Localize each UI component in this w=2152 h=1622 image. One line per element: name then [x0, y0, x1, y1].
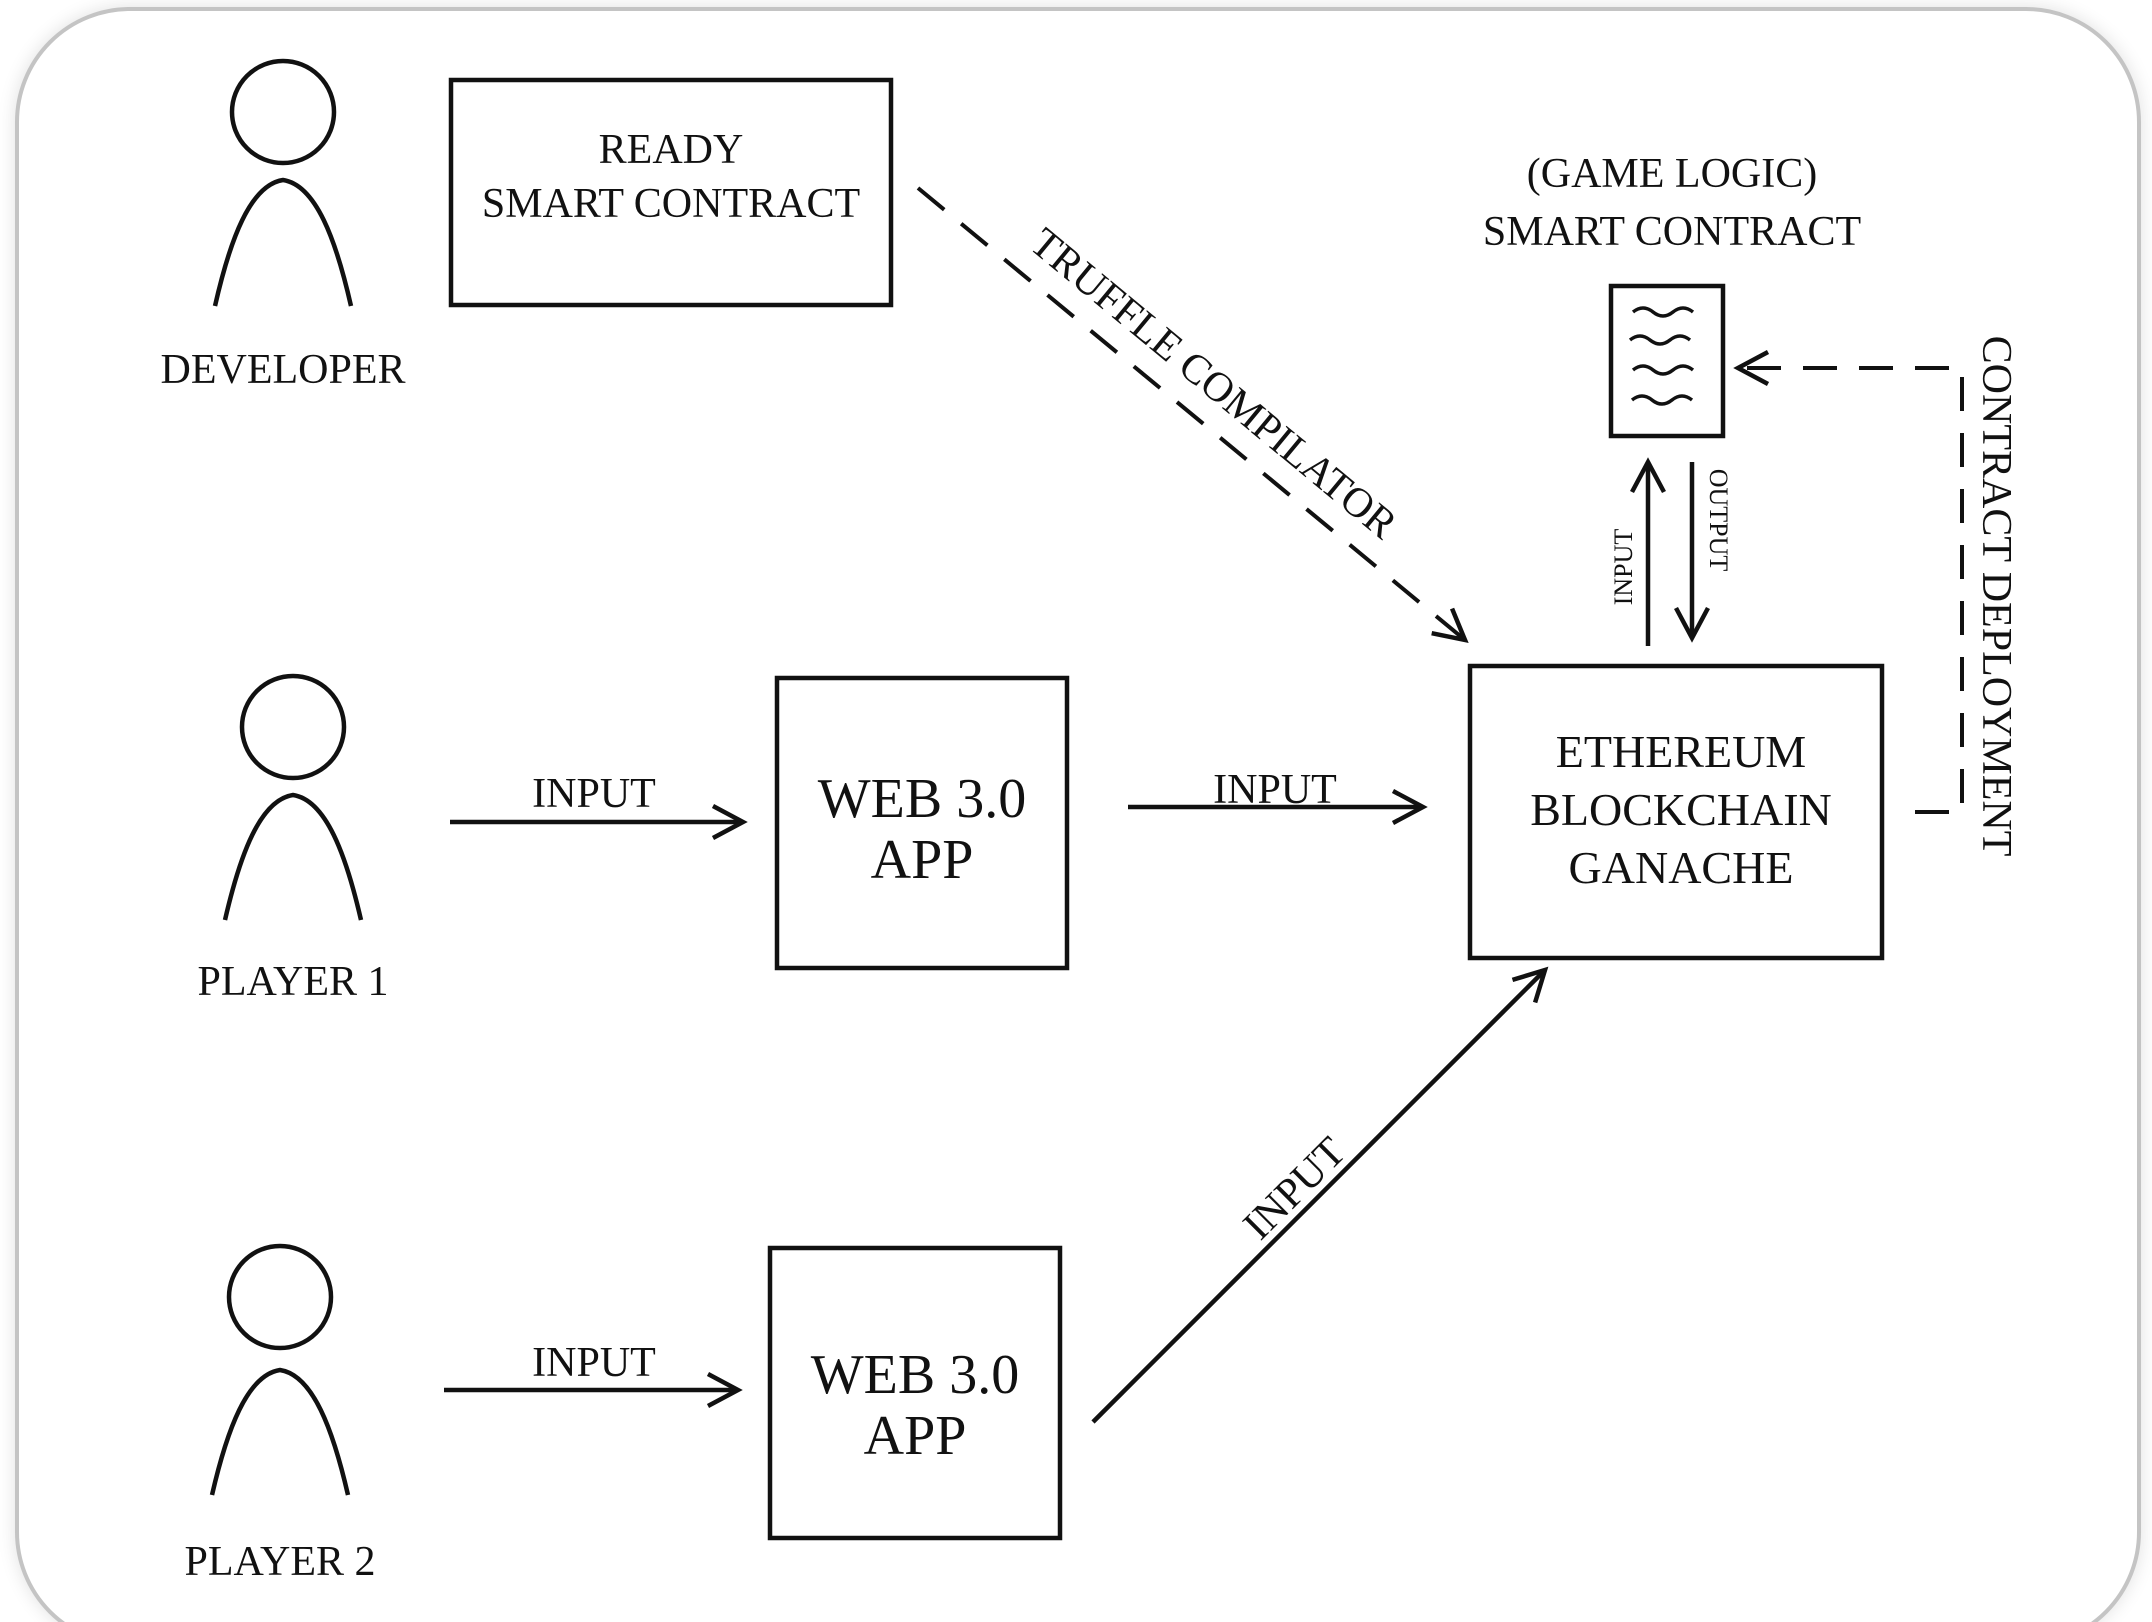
contract-deployment-edge: CONTRACT DEPLOYMENT	[1733, 336, 2019, 857]
document-icon	[1608, 283, 1726, 439]
web3-app-2-line2: APP	[864, 1405, 967, 1467]
app2-input-label: INPUT	[1235, 1129, 1355, 1249]
player1-input-label: INPUT	[532, 771, 656, 817]
contract-input-label: INPUT	[1609, 529, 1638, 606]
contract-output-label: OUTPUT	[1704, 469, 1733, 572]
contract-output-edge: OUTPUT	[1674, 462, 1733, 643]
web3-app-1-line2: APP	[871, 829, 974, 891]
player1-head	[239, 673, 347, 781]
ready-smart-contract-box: READY SMART CONTRACT	[448, 77, 894, 308]
player2-label: PLAYER 2	[185, 1539, 376, 1585]
developer-body	[212, 177, 354, 307]
game-logic-line2: SMART CONTRACT	[1483, 209, 1861, 255]
app2-input-edge: INPUT	[1091, 966, 1549, 1424]
game-logic-contract: (GAME LOGIC) SMART CONTRACT	[1483, 151, 1861, 439]
player2-input-label: INPUT	[532, 1340, 656, 1386]
ready-contract-line2: SMART CONTRACT	[482, 181, 860, 227]
ethereum-blockchain-box: ETHEREUM BLOCKCHAIN GANACHE	[1467, 663, 1885, 961]
player1-actor: PLAYER 1	[198, 673, 389, 1005]
player1-input-edge: INPUT	[450, 771, 748, 840]
ethereum-line3: GANACHE	[1569, 842, 1794, 893]
player1-body	[222, 792, 364, 921]
app1-input-label: INPUT	[1213, 767, 1337, 813]
player2-body	[209, 1367, 351, 1496]
player1-label: PLAYER 1	[198, 959, 389, 1005]
web3-app-1-line1: WEB 3.0	[818, 768, 1026, 830]
player2-actor: PLAYER 2	[185, 1243, 376, 1585]
truffle-compilator-edge: TRUFFLE COMPILATOR	[916, 186, 1469, 644]
web3-app-2-box: WEB 3.0 APP	[767, 1245, 1063, 1541]
developer-label: DEVELOPER	[161, 347, 406, 393]
ready-contract-line1: READY	[599, 127, 744, 173]
truffle-compilator-label: TRUFFLE COMPILATOR	[1021, 220, 1405, 549]
web3-app-2-line1: WEB 3.0	[811, 1344, 1019, 1406]
game-logic-line1: (GAME LOGIC)	[1527, 151, 1817, 197]
ethereum-line2: BLOCKCHAIN	[1530, 784, 1832, 835]
developer-actor: DEVELOPER	[161, 58, 406, 393]
contract-input-edge: INPUT	[1609, 457, 1666, 646]
app1-input-edge: INPUT	[1128, 767, 1428, 825]
player2-input-edge: INPUT	[444, 1340, 743, 1408]
player2-head	[226, 1243, 334, 1351]
contract-deployment-label: CONTRACT DEPLOYMENT	[1973, 336, 2019, 857]
ethereum-line1: ETHEREUM	[1556, 726, 1806, 777]
web3-app-1-box: WEB 3.0 APP	[774, 675, 1070, 971]
developer-head	[229, 58, 337, 166]
